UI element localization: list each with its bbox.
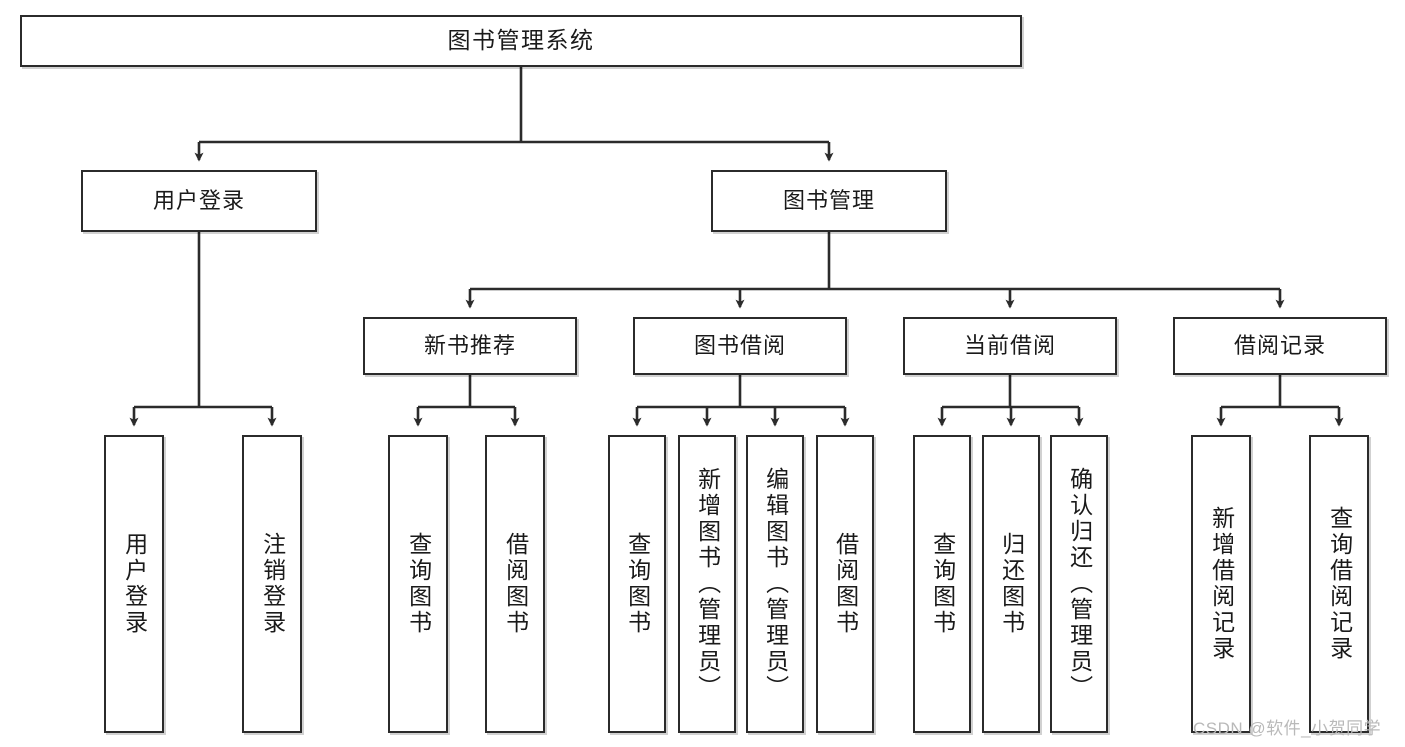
- node-leaf_return[interactable]: 归还图书: [982, 435, 1040, 733]
- node-label: 新增借阅记录: [1208, 506, 1235, 662]
- node-label: 借阅图书: [832, 532, 859, 636]
- node-label: 借阅图书: [502, 532, 529, 636]
- node-label: 新增图书（管理员）: [694, 467, 721, 701]
- node-current_borrow[interactable]: 当前借阅: [903, 317, 1117, 375]
- node-label: 查询图书: [929, 532, 956, 636]
- node-label: 归还图书: [998, 532, 1025, 636]
- node-leaf_q_book_3[interactable]: 查询图书: [913, 435, 971, 733]
- node-leaf_borrow_1[interactable]: 借阅图书: [485, 435, 545, 733]
- node-label: 图书借阅: [693, 333, 786, 359]
- node-new_book_rec[interactable]: 新书推荐: [363, 317, 577, 375]
- node-label: 借阅记录: [1233, 333, 1326, 359]
- node-leaf_logout[interactable]: 注销登录: [242, 435, 302, 733]
- node-label: 确认归还（管理员）: [1066, 467, 1093, 701]
- node-label: 编辑图书（管理员）: [762, 467, 789, 701]
- node-leaf_q_book_1[interactable]: 查询图书: [388, 435, 448, 733]
- node-user_login[interactable]: 用户登录: [81, 170, 317, 232]
- node-leaf_borrow_2[interactable]: 借阅图书: [816, 435, 874, 733]
- node-label: 用户登录: [121, 532, 148, 636]
- csdn-watermark: CSDN @软件_小贺同学: [1193, 719, 1382, 738]
- node-label: 图书管理系统: [447, 27, 595, 54]
- node-leaf_user_login[interactable]: 用户登录: [104, 435, 164, 733]
- node-label: 新书推荐: [423, 333, 516, 359]
- node-label: 当前借阅: [963, 333, 1056, 359]
- node-leaf_confirm[interactable]: 确认归还（管理员）: [1050, 435, 1108, 733]
- node-label: 用户登录: [152, 188, 245, 214]
- node-borrow_record[interactable]: 借阅记录: [1173, 317, 1387, 375]
- node-leaf_q_rec[interactable]: 查询借阅记录: [1309, 435, 1369, 733]
- node-leaf_q_book_2[interactable]: 查询图书: [608, 435, 666, 733]
- node-book_borrow[interactable]: 图书借阅: [633, 317, 847, 375]
- node-label: 查询借阅记录: [1326, 506, 1353, 662]
- node-label: 图书管理: [782, 188, 875, 214]
- node-label: 查询图书: [405, 532, 432, 636]
- node-leaf_add_rec[interactable]: 新增借阅记录: [1191, 435, 1251, 733]
- node-label: 注销登录: [259, 532, 286, 636]
- node-label: 查询图书: [624, 532, 651, 636]
- node-leaf_edit_book[interactable]: 编辑图书（管理员）: [746, 435, 804, 733]
- node-leaf_add_book[interactable]: 新增图书（管理员）: [678, 435, 736, 733]
- node-book_manage[interactable]: 图书管理: [711, 170, 947, 232]
- node-root[interactable]: 图书管理系统: [20, 15, 1022, 67]
